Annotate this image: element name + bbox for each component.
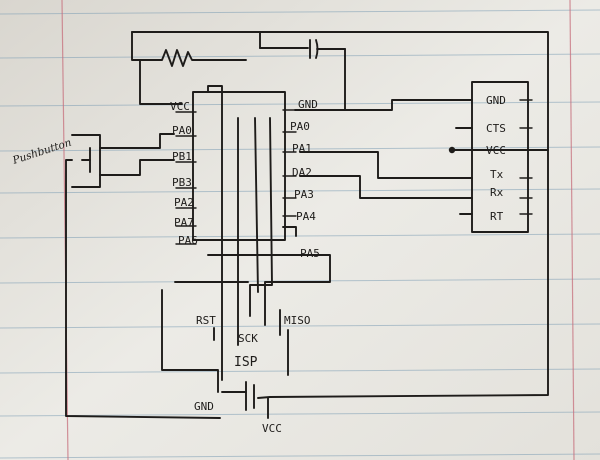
- mcu-pin-label: PA1: [292, 142, 312, 155]
- junction-dot: [448, 146, 456, 154]
- isp-vcc-label: VCC: [262, 422, 282, 435]
- isp-labels: RST SCK MISO ISP GND VCC: [194, 314, 311, 435]
- bt-pin-labels: GND CTS VCC Tx Rx RT: [486, 94, 506, 223]
- isp-pin-label-miso: MISO: [284, 314, 311, 327]
- mcu-pin-label: PA2: [174, 196, 194, 209]
- mcu-pin-label: PA5: [300, 247, 320, 260]
- mcu-left-pin-labels: VCC PA0 PB1 PB3 PA2 PA7 PA6: [170, 100, 198, 247]
- capacitor-symbol: [259, 39, 346, 59]
- mcu-pin-label: PA6: [178, 234, 198, 247]
- isp-pin-label-gnd: GND: [194, 400, 214, 413]
- isp-pin-label-sck: SCK: [238, 332, 258, 345]
- mcu-pin-label: DA2: [292, 166, 312, 179]
- margin-lines: [61, 0, 575, 460]
- pushbutton-symbol: [71, 134, 101, 188]
- mcu-pin-label: PA0: [172, 124, 192, 137]
- mcu-chip: [192, 91, 286, 241]
- ruled-lines: [0, 9, 600, 459]
- bt-pin-label: CTS: [486, 122, 506, 135]
- bt-pin-label: VCC: [486, 144, 506, 157]
- mcu-pin-label: VCC: [170, 100, 190, 113]
- mcu-pin-label: PA3: [294, 188, 314, 201]
- bt-pin-label: Rx: [490, 186, 504, 199]
- mcu-pin-label: PB3: [172, 176, 192, 189]
- mcu-pin-label: PA4: [296, 210, 316, 223]
- mcu-right-pin-labels: GND PA0 PA1 DA2 PA3 PA4 PA5: [290, 98, 320, 260]
- mcu-pin-label: PB1: [172, 150, 192, 163]
- bt-pin-label: Tx: [490, 168, 504, 181]
- mcu-pin-label: PA0: [290, 120, 310, 133]
- wires: [65, 31, 549, 419]
- isp-pin-label-rst: RST: [196, 314, 216, 327]
- mcu-pin-label: PA7: [174, 216, 194, 229]
- isp-title: ISP: [234, 355, 258, 370]
- bt-pin-label: GND: [486, 94, 506, 107]
- bt-pin-label: RT: [490, 210, 504, 223]
- resistor-symbol: [139, 49, 247, 67]
- bt-module: [471, 81, 529, 233]
- mcu-pin-label: GND: [298, 98, 318, 111]
